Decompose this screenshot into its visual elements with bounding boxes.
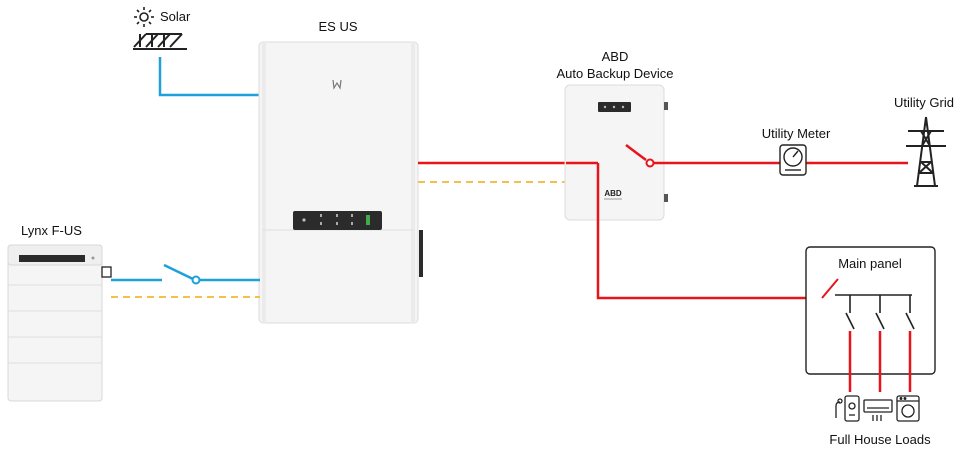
branch-switch-1	[845, 312, 855, 330]
main-panel-box	[805, 246, 936, 375]
abd-full-label: Auto Backup Device	[556, 66, 674, 81]
main-breaker-blade	[821, 278, 839, 299]
inverter-display-panel	[293, 211, 382, 230]
abd-label: ABD	[601, 49, 629, 64]
inverter-logo-icon	[332, 79, 342, 90]
utility-grid-label: Utility Grid	[894, 95, 954, 110]
branch-switch-2	[875, 312, 885, 330]
solar-panel-icon	[133, 33, 187, 50]
abd-switch-contact	[645, 158, 655, 168]
battery-stack	[7, 244, 112, 402]
battery-display	[19, 255, 85, 262]
branch-switch-3	[905, 312, 915, 330]
battery-switch-contact	[191, 275, 201, 285]
abd-switch-blade	[625, 144, 647, 161]
meter-icon	[779, 144, 807, 176]
sun-icon	[134, 7, 154, 27]
solar-dc-line	[158, 57, 260, 97]
main-panel-label: Main panel	[838, 256, 902, 271]
battery-label: Lynx F-US	[21, 223, 82, 238]
utility-meter-label: Utility Meter	[761, 126, 831, 141]
inverter-label: ES US	[318, 19, 358, 34]
abd-to-panel-line	[596, 163, 822, 300]
washing-machine-icon	[896, 395, 920, 422]
solar-label: Solar	[160, 9, 191, 24]
battery-switch-blade	[163, 263, 194, 281]
transmission-tower-icon	[906, 116, 946, 187]
inverter-antenna	[419, 230, 423, 277]
abd-badge: ABD	[604, 189, 622, 198]
inverter-unit	[258, 41, 423, 324]
loads-label: Full House Loads	[829, 432, 931, 447]
air-conditioner-icon	[863, 399, 893, 421]
water-heater-icon	[835, 395, 860, 422]
abd-device	[564, 84, 668, 221]
